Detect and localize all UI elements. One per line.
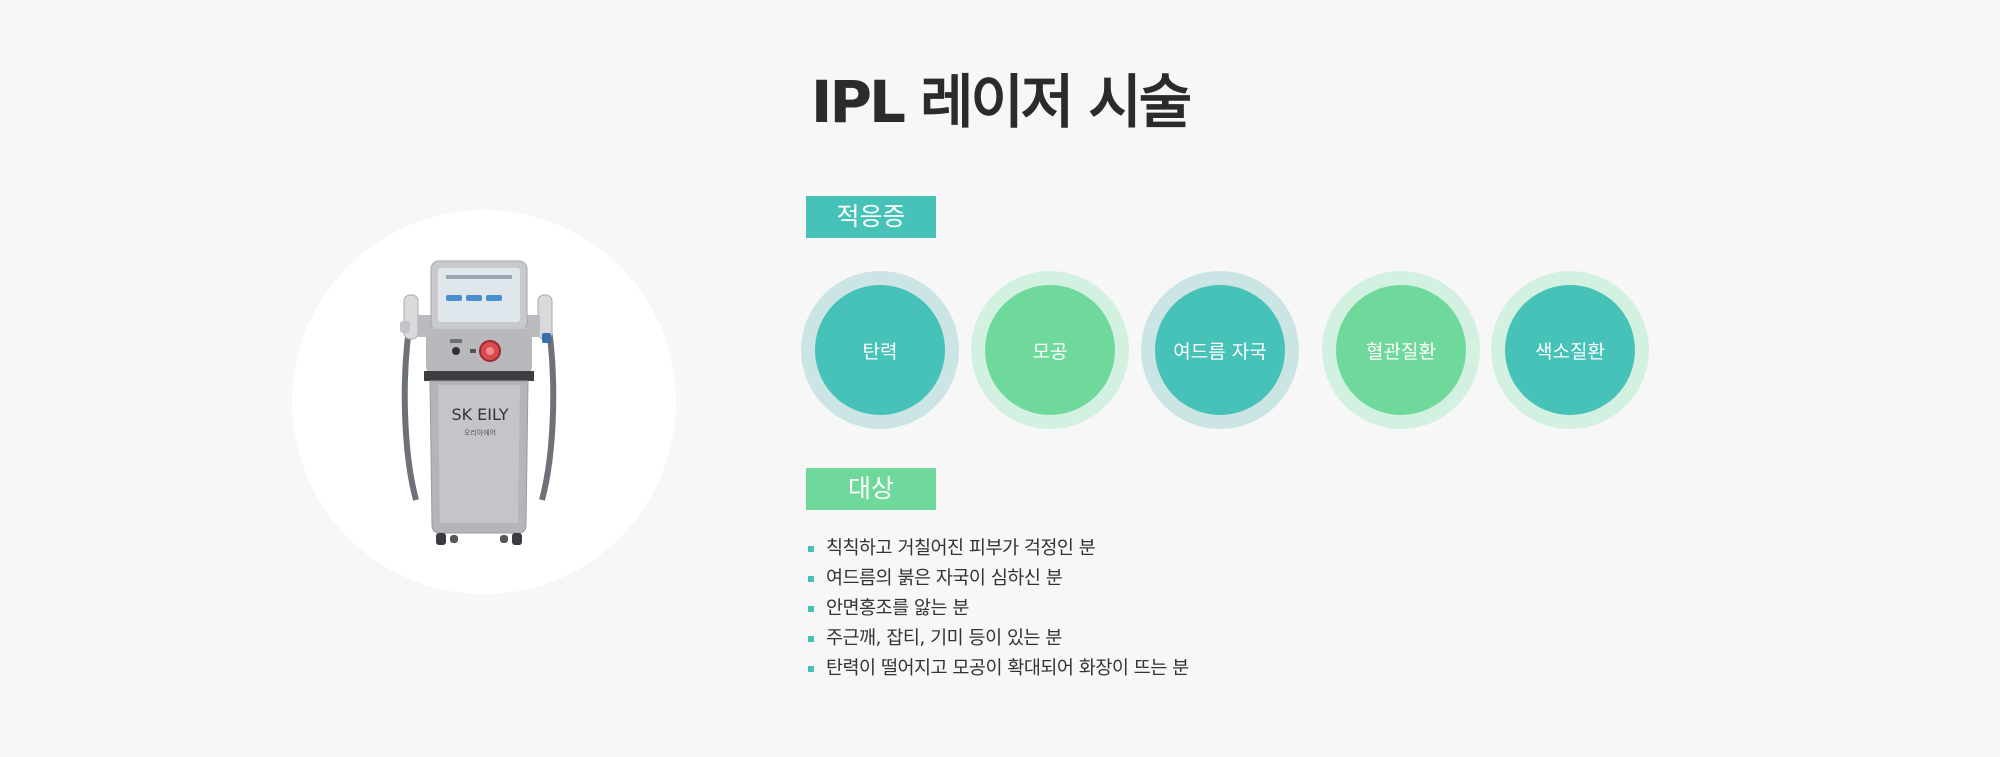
bullet-icon xyxy=(808,576,814,582)
device-brand-logo: SK EILY xyxy=(451,405,508,424)
list-item: 안면홍조를 앓는 분 xyxy=(808,594,1189,624)
indication-label: 혈관질환 xyxy=(1336,285,1466,415)
ipl-device-image: SK EILY 오리아에어 xyxy=(400,260,557,545)
bullet-icon xyxy=(808,636,814,642)
list-item: 여드름의 붉은 자국이 심하신 분 xyxy=(808,564,1189,594)
indication-item-pigmentation: 색소질환 xyxy=(1491,271,1649,429)
indication-item-acne-scars: 여드름 자국 xyxy=(1141,271,1299,429)
bullet-icon xyxy=(808,606,814,612)
target-label: 대상 xyxy=(806,468,936,510)
device-brand-sub: 오리아에어 xyxy=(464,428,496,437)
target-list: 칙칙하고 거칠어진 피부가 걱정인 분 여드름의 붉은 자국이 심하신 분 안면… xyxy=(808,534,1189,684)
bullet-icon xyxy=(808,546,814,552)
list-item: 칙칙하고 거칠어진 피부가 걱정인 분 xyxy=(808,534,1189,564)
indication-item-pores: 모공 xyxy=(971,271,1129,429)
list-item-text: 여드름의 붉은 자국이 심하신 분 xyxy=(826,568,1063,589)
indication-item-elasticity: 탄력 xyxy=(801,271,959,429)
indication-label: 여드름 자국 xyxy=(1155,285,1285,415)
indications-label: 적응증 xyxy=(806,196,936,238)
indication-label: 탄력 xyxy=(815,285,945,415)
list-item-text: 주근깨, 잡티, 기미 등이 있는 분 xyxy=(826,628,1062,649)
list-item-text: 탄력이 떨어지고 모공이 확대되어 화장이 뜨는 분 xyxy=(826,658,1189,679)
list-item-text: 안면홍조를 앓는 분 xyxy=(826,598,969,619)
indication-label: 모공 xyxy=(985,285,1115,415)
page-title: IPL 레이저 시술 xyxy=(810,68,1192,136)
bullet-icon xyxy=(808,666,814,672)
list-item-text: 칙칙하고 거칠어진 피부가 걱정인 분 xyxy=(826,538,1096,559)
list-item: 탄력이 떨어지고 모공이 확대되어 화장이 뜨는 분 xyxy=(808,654,1189,684)
indication-item-vascular: 혈관질환 xyxy=(1322,271,1480,429)
indication-label: 색소질환 xyxy=(1505,285,1635,415)
list-item: 주근깨, 잡티, 기미 등이 있는 분 xyxy=(808,624,1189,654)
